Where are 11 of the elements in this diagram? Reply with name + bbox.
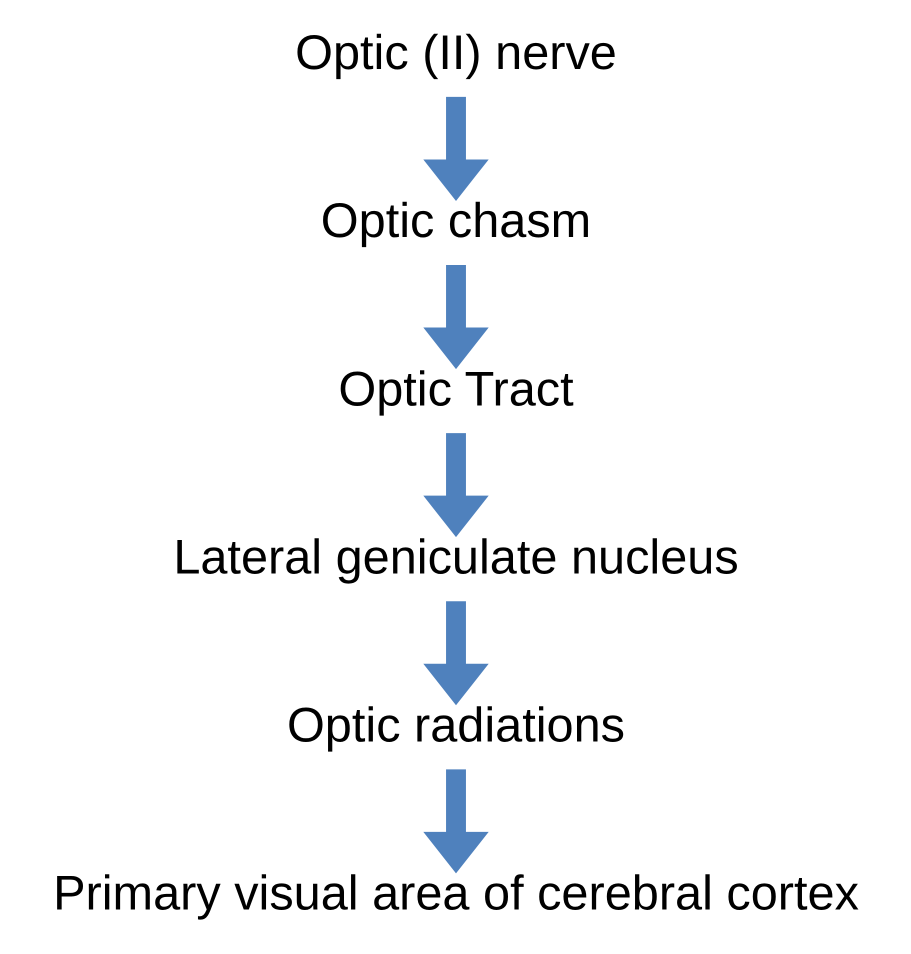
- node-text: Lateral geniculate nucleus: [172, 530, 738, 584]
- node-text: Primary visual area of cerebral cortex: [52, 866, 858, 921]
- arrow: [422, 96, 488, 201]
- arrow: [422, 601, 488, 706]
- arrow: [422, 265, 488, 370]
- node-text: Optic (II) nerve: [294, 26, 616, 80]
- arrow: [422, 769, 488, 874]
- node-text: Optic Tract: [338, 362, 574, 416]
- arrow: [422, 433, 488, 538]
- node-text: Optic chasm: [320, 194, 591, 248]
- node-text: Optic radiations: [286, 698, 625, 753]
